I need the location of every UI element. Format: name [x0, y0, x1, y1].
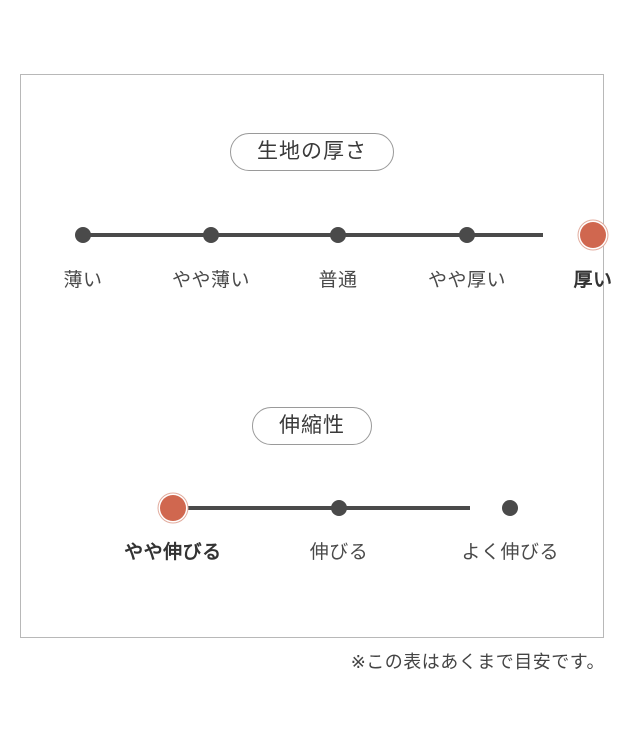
- stretch-scale-labels: やや伸びる 伸びる よく伸びる: [124, 542, 558, 573]
- stretch-label-3: よく伸びる: [461, 542, 559, 563]
- thickness-label-1: 薄い: [63, 270, 103, 291]
- section-heading-row-stretch: 伸縮性: [21, 407, 603, 445]
- stretch-dot-3[interactable]: [502, 500, 519, 516]
- thickness-label-2: やや薄い: [171, 270, 251, 291]
- thickness-label-4: やや厚い: [427, 270, 507, 291]
- thickness-dot-3[interactable]: [330, 227, 346, 243]
- thickness-label-5-selected: 厚い: [573, 270, 613, 291]
- stretch-scale-dots: [153, 493, 519, 523]
- section-heading-row-thickness: 生地の厚さ: [21, 133, 603, 171]
- thickness-scale-dots: [63, 220, 606, 250]
- stretch-dot-2[interactable]: [331, 500, 348, 516]
- footnote-disclaimer: ※この表はあくまで目安です。: [350, 652, 605, 672]
- stretch-dot-1-selected[interactable]: [159, 495, 186, 521]
- thickness-label-3: 普通: [318, 270, 358, 291]
- fabric-spec-card: 生地の厚さ 薄い やや薄い 普通 やや厚い 厚い 伸縮性 やや伸びる 伸びる よ: [20, 74, 612, 638]
- thickness-scale-labels: 薄い やや薄い 普通 やや厚い 厚い: [63, 270, 612, 301]
- thickness-dot-2[interactable]: [203, 227, 219, 243]
- stretch-label-1-selected: やや伸びる: [124, 542, 222, 563]
- thickness-dot-5-selected[interactable]: [580, 222, 606, 248]
- thickness-dot-1[interactable]: [75, 227, 91, 243]
- stretch-scale-track: [173, 506, 470, 510]
- section-heading-stretch: 伸縮性: [252, 407, 372, 445]
- stretch-label-2: 伸びる: [309, 542, 369, 563]
- section-heading-thickness: 生地の厚さ: [230, 133, 394, 171]
- stretch-scale: [153, 493, 519, 523]
- thickness-dot-4[interactable]: [459, 227, 475, 243]
- thickness-scale: [63, 220, 606, 250]
- thickness-scale-track: [83, 233, 543, 237]
